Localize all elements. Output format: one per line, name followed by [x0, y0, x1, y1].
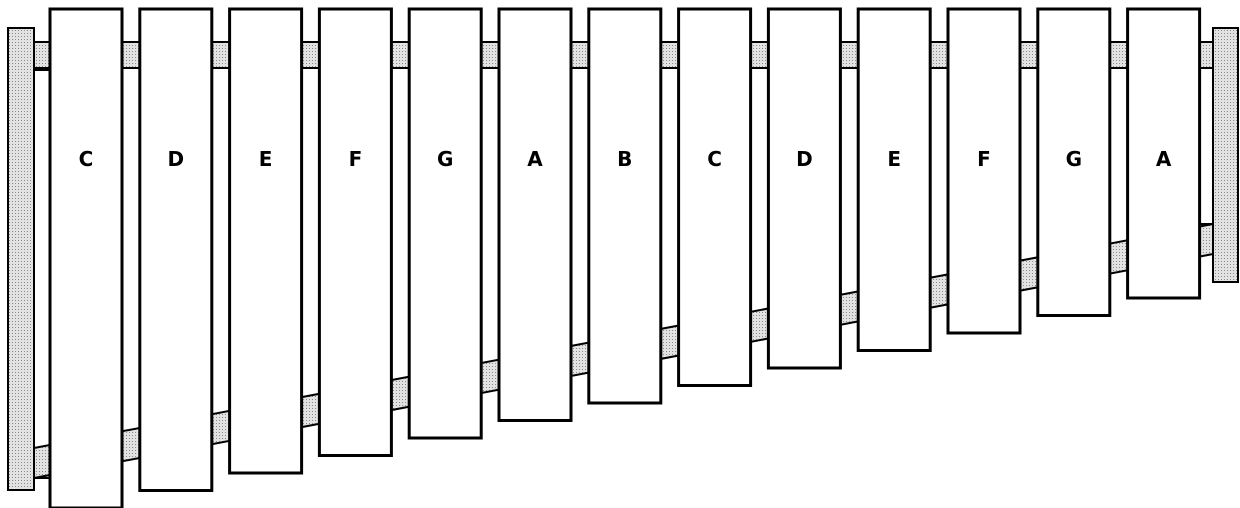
bar-body[interactable] — [768, 9, 840, 368]
bar-body[interactable] — [679, 9, 751, 386]
bar-note-label: C — [79, 147, 94, 171]
xylophone-bar[interactable]: C — [50, 9, 122, 508]
xylophone-bar[interactable]: G — [409, 9, 481, 438]
xylophone-bar[interactable]: A — [499, 9, 571, 421]
bar-note-label: E — [887, 147, 901, 171]
bar-note-label: D — [167, 147, 184, 171]
bar-note-label: E — [259, 147, 273, 171]
bar-body[interactable] — [50, 9, 122, 508]
bar-body[interactable] — [499, 9, 571, 421]
xylophone-bar[interactable]: G — [1038, 9, 1110, 316]
xylophone-bar[interactable]: F — [319, 9, 391, 456]
bar-body[interactable] — [858, 9, 930, 351]
xylophone-bar[interactable]: B — [589, 9, 661, 403]
xylophone-bar[interactable]: C — [679, 9, 751, 386]
bar-body[interactable] — [948, 9, 1020, 333]
bar-note-label: F — [349, 147, 363, 171]
xylophone-bar[interactable]: D — [768, 9, 840, 368]
bar-note-label: G — [437, 147, 453, 171]
bar-note-label: G — [1066, 147, 1082, 171]
bar-note-label: C — [707, 147, 722, 171]
bar-body[interactable] — [589, 9, 661, 403]
bar-body[interactable] — [409, 9, 481, 438]
bar-body[interactable] — [230, 9, 302, 473]
bar-body[interactable] — [140, 9, 212, 491]
bar-note-label: A — [1156, 147, 1172, 171]
left-frame-bracket — [8, 28, 50, 490]
xylophone-bar[interactable]: E — [858, 9, 930, 351]
bar-body[interactable] — [319, 9, 391, 456]
xylophone-bar[interactable]: D — [140, 9, 212, 491]
bar-note-label: D — [796, 147, 813, 171]
bar-note-label: A — [527, 147, 543, 171]
bar-note-label: B — [617, 147, 632, 171]
xylophone-bar[interactable]: A — [1128, 9, 1200, 298]
bar-note-label: F — [977, 147, 991, 171]
xylophone-bar[interactable]: F — [948, 9, 1020, 333]
xylophone-bar[interactable]: E — [230, 9, 302, 473]
